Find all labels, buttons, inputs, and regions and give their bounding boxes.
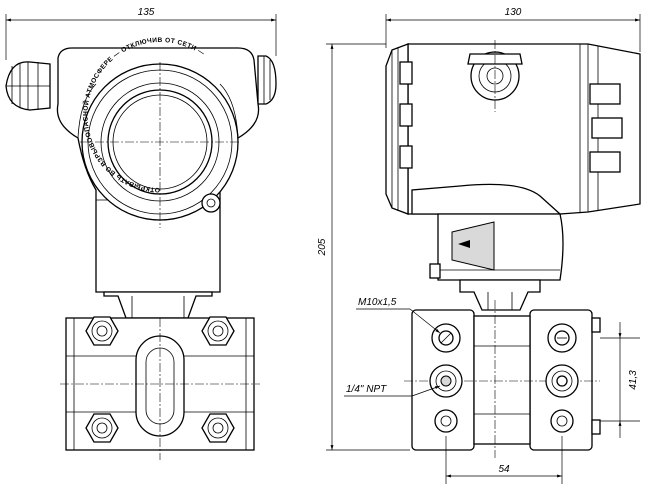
dimension-205: 205	[317, 43, 410, 451]
dimension-41-3-label: 41,3	[628, 370, 639, 390]
lug-mid	[591, 117, 623, 139]
left-cable-gland	[5, 61, 51, 111]
dimension-135-label: 135	[138, 7, 155, 18]
bolt-head-bottom-left	[85, 413, 119, 443]
nameplate	[451, 221, 495, 271]
callout-process-thread-label: 1/4" NPT	[346, 384, 387, 395]
lug-bottom	[589, 151, 621, 173]
side-view: 130 205 41,3 54 M10x1	[317, 7, 641, 484]
callout-process-thread: 1/4" NPT	[344, 384, 441, 397]
cover-lock-screw	[201, 193, 221, 213]
callout-drain-thread-label: M10x1,5	[358, 297, 397, 308]
dimension-41-3: 41,3	[600, 322, 640, 438]
bolt-head-top-right	[201, 316, 235, 346]
dimension-54: 54	[445, 436, 563, 484]
sensor-capsule	[473, 315, 531, 445]
dimension-130-label: 130	[505, 7, 522, 18]
sensor-neck	[103, 291, 213, 319]
right-cable-gland	[257, 55, 277, 105]
bolt-head-top-left	[85, 316, 119, 346]
dimension-135: 135	[5, 7, 277, 60]
lug-top	[589, 83, 621, 105]
dimension-54-label: 54	[498, 464, 510, 475]
bolt-head-bottom-right	[201, 413, 235, 443]
callout-drain-thread: M10x1,5	[356, 297, 441, 334]
dimension-205-label: 205	[317, 238, 328, 256]
front-view: ОТКРЫВАТЬ ВО ВЗРЫВООПАСНОЙ АТМОСФЕРЕ — О…	[5, 7, 277, 460]
dimension-130: 130	[385, 7, 641, 52]
